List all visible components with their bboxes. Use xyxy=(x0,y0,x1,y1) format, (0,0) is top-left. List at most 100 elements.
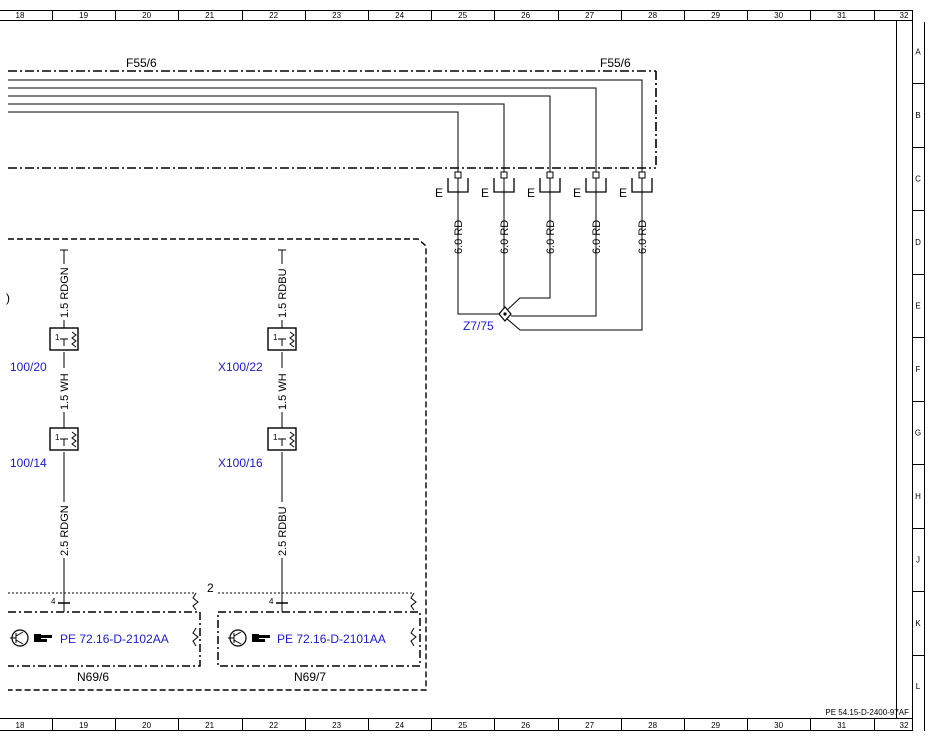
document-reference: PE 54.15-D-2400-97AF xyxy=(825,708,909,717)
ground-label: E xyxy=(527,186,535,200)
wire-label: 6.0 RD xyxy=(453,214,465,256)
fuse-terminal: E 6.0 RD xyxy=(573,171,607,256)
pin-number: 1 xyxy=(55,333,60,342)
wire-label: 1.5 WH xyxy=(59,368,71,412)
column-number: 23 xyxy=(332,11,341,20)
connector-symbol xyxy=(267,327,297,351)
connector-symbol xyxy=(49,427,79,451)
fuse-terminal: E 6.0 RD xyxy=(435,171,469,256)
wire-label: 1.5 WH xyxy=(277,368,289,412)
row-letter: C xyxy=(915,175,921,184)
svg-text:6.0 RD: 6.0 RD xyxy=(453,220,465,254)
column-number: 22 xyxy=(269,11,278,20)
fuse-box-outline xyxy=(8,70,657,169)
paren-mark: ) xyxy=(6,291,10,305)
splice-label: Z7/75 xyxy=(463,319,494,333)
column-number: 26 xyxy=(521,721,530,730)
column-number: 25 xyxy=(458,721,467,730)
row-letter: E xyxy=(915,302,920,311)
column-number: 31 xyxy=(837,11,846,20)
module-reference-link[interactable]: PE 72.16-D-2101AA xyxy=(277,632,386,646)
column-number: 32 xyxy=(900,11,909,20)
fuse-box-label-right: F55/6 xyxy=(600,56,631,70)
module-label: N69/7 xyxy=(294,670,326,684)
wire-label: 6.0 RD xyxy=(637,214,649,256)
row-letter: H xyxy=(915,492,921,501)
module-reference-link[interactable]: PE 72.16-D-2102AA xyxy=(60,632,169,646)
transistor-icon xyxy=(228,629,247,647)
column-number: 32 xyxy=(900,721,909,730)
pin-number: 1 xyxy=(273,433,278,442)
row-letter: D xyxy=(915,238,921,247)
svg-text:2.5 RDBU: 2.5 RDBU xyxy=(277,506,289,556)
svg-text:6.0 RD: 6.0 RD xyxy=(545,220,557,254)
column-number: 29 xyxy=(711,11,720,20)
svg-text:1.5 WH: 1.5 WH xyxy=(277,373,289,410)
wire-label: 2.5 RDGN xyxy=(59,502,71,558)
wire-label: 2.5 RDBU xyxy=(277,502,289,558)
fuse-terminal: E6.0 RD xyxy=(481,171,515,256)
ground-label: E xyxy=(619,186,627,200)
column-number: 18 xyxy=(16,721,25,730)
wire-label: 1.5 RDBU xyxy=(277,264,289,320)
row-letter: G xyxy=(915,428,921,437)
column-number: 19 xyxy=(79,721,88,730)
pin-number: 1 xyxy=(273,333,278,342)
column-number: 20 xyxy=(142,721,151,730)
number-2: 2 xyxy=(207,581,214,595)
connector-symbol xyxy=(49,327,79,351)
row-letter: A xyxy=(915,48,921,57)
fuse-terminal: E 6.0 RD xyxy=(619,171,653,256)
column-number: 21 xyxy=(205,721,214,730)
fuse-terminal: E 6.0 RD xyxy=(527,171,561,256)
drawing-frame xyxy=(0,10,925,731)
reference-hand-icon xyxy=(252,634,270,642)
svg-text:6.0 RD: 6.0 RD xyxy=(499,220,511,254)
row-letter: L xyxy=(916,682,921,691)
splice-z7-75 xyxy=(498,306,512,322)
column-number: 24 xyxy=(395,11,404,20)
module-n69-6: 4 PE 72.16-D-2102AA N69/6 xyxy=(8,592,201,684)
pin-number: 1 xyxy=(55,433,60,442)
svg-text:2.5 RDGN: 2.5 RDGN xyxy=(59,505,71,556)
column-number: 28 xyxy=(648,721,657,730)
column-number: 24 xyxy=(395,721,404,730)
ground-label: E xyxy=(435,186,443,200)
connector-label-bottom: 100/14 xyxy=(10,456,47,470)
module-n69-7: 4 PE 72.16-D-2101AA N69/7 xyxy=(217,592,421,684)
module-area-outline xyxy=(8,238,427,691)
column-number: 19 xyxy=(79,11,88,20)
column-number: 30 xyxy=(774,11,783,20)
module-label: N69/6 xyxy=(77,670,109,684)
svg-text:1.5 WH: 1.5 WH xyxy=(59,373,71,410)
wire-label: 1.5 RDGN xyxy=(59,264,71,320)
column-number: 30 xyxy=(774,721,783,730)
right-branch: 1 1 1.5 RDBU 1.5 WH 2.5 RDBU X100/22 X10… xyxy=(218,249,297,603)
left-branch: 1 1 1.5 RDGN 1.5 WH 2.5 RDGN 100/20 100/… xyxy=(10,249,79,603)
wire-label: 6.0 RD xyxy=(545,214,557,256)
column-number: 20 xyxy=(142,11,151,20)
wire-label: 6.0 RD xyxy=(591,214,603,256)
transistor-icon xyxy=(10,629,29,647)
connector-label-top: X100/22 xyxy=(218,360,263,374)
svg-text:6.0 RD: 6.0 RD xyxy=(637,220,649,254)
column-number: 25 xyxy=(458,11,467,20)
ground-label: E xyxy=(573,186,581,200)
row-letter: J xyxy=(916,555,920,564)
column-number: 31 xyxy=(837,721,846,730)
fuse-feed-wires xyxy=(8,79,643,176)
column-number: 28 xyxy=(648,11,657,20)
row-letter: K xyxy=(915,619,921,628)
column-number: 26 xyxy=(521,11,530,20)
fuse-box-label-left: F55/6 xyxy=(126,56,157,70)
column-number: 18 xyxy=(16,11,25,20)
column-number: 29 xyxy=(711,721,720,730)
column-number: 21 xyxy=(205,11,214,20)
column-number: 23 xyxy=(332,721,341,730)
column-number: 22 xyxy=(269,721,278,730)
reference-hand-icon xyxy=(34,634,52,642)
